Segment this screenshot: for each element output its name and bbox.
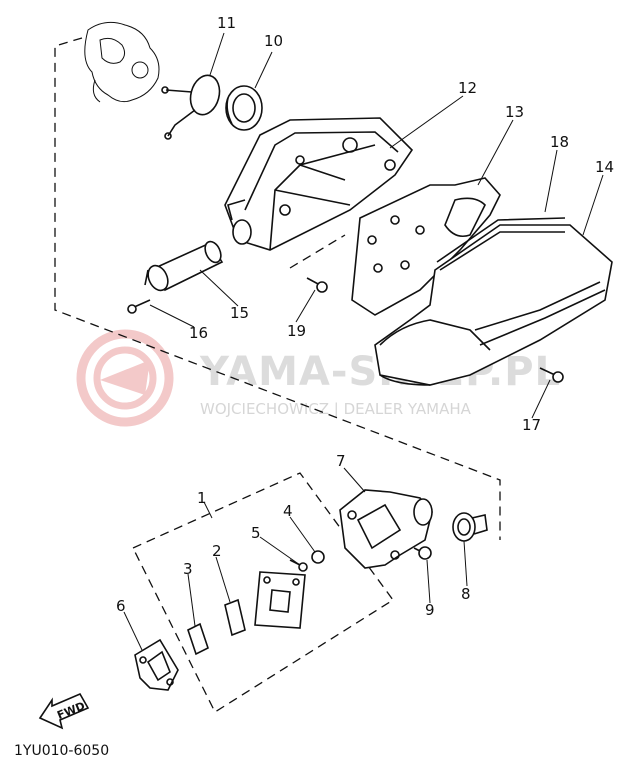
callout-3: 3 — [183, 560, 193, 578]
callout-13: 13 — [505, 103, 524, 121]
reed-kit-frame — [132, 472, 394, 713]
upper-reference-frame — [54, 37, 501, 540]
screw-19-guide — [289, 234, 346, 269]
fwd-arrow-icon: FWD — [38, 692, 90, 730]
part-17-screw — [539, 367, 564, 383]
callout-19: 19 — [287, 322, 306, 340]
part-16-screw — [127, 299, 151, 314]
callout-12: 12 — [458, 79, 477, 97]
callout-1: 1 — [197, 489, 207, 507]
part-2-reed — [224, 598, 246, 637]
part-4-screw — [311, 550, 325, 564]
callout-2: 2 — [212, 542, 222, 560]
callout-8: 8 — [461, 585, 471, 603]
part-10-grommet — [225, 85, 263, 131]
part-13-filter-element — [351, 177, 501, 316]
part-6-gasket — [134, 638, 179, 691]
part-9-bolt — [413, 546, 432, 560]
drawing-code: 1YU010-6050 — [14, 743, 109, 759]
callout-11: 11 — [217, 14, 236, 32]
part-11-clip — [161, 74, 221, 140]
crankcase-outline — [84, 21, 160, 103]
part-15-intake-pipe — [144, 240, 224, 292]
callout-9: 9 — [425, 601, 435, 619]
part-7-intake-manifold — [339, 489, 433, 569]
part-5-washer — [289, 559, 308, 572]
callout-14: 14 — [595, 158, 614, 176]
callout-16: 16 — [189, 324, 208, 342]
part-12-filter-case — [224, 117, 414, 251]
callout-6: 6 — [116, 597, 126, 615]
callout-10: 10 — [264, 32, 283, 50]
part-8-clamp — [452, 512, 488, 542]
part-3-stopper — [187, 622, 209, 656]
part-19-screw — [306, 277, 328, 293]
callout-5: 5 — [251, 524, 261, 542]
callout-15: 15 — [230, 304, 249, 322]
watermark-subtitle: WOJCIECHOWICZ | DEALER YAMAHA — [200, 400, 472, 418]
callout-17: 17 — [522, 416, 541, 434]
reed-valve-plate — [254, 571, 306, 629]
leader-lines — [123, 32, 604, 651]
callout-7: 7 — [336, 452, 346, 470]
callout-4: 4 — [283, 502, 293, 520]
part-18-gasket — [436, 217, 566, 263]
part-14-filter-cover — [374, 224, 613, 386]
callout-18: 18 — [550, 133, 569, 151]
